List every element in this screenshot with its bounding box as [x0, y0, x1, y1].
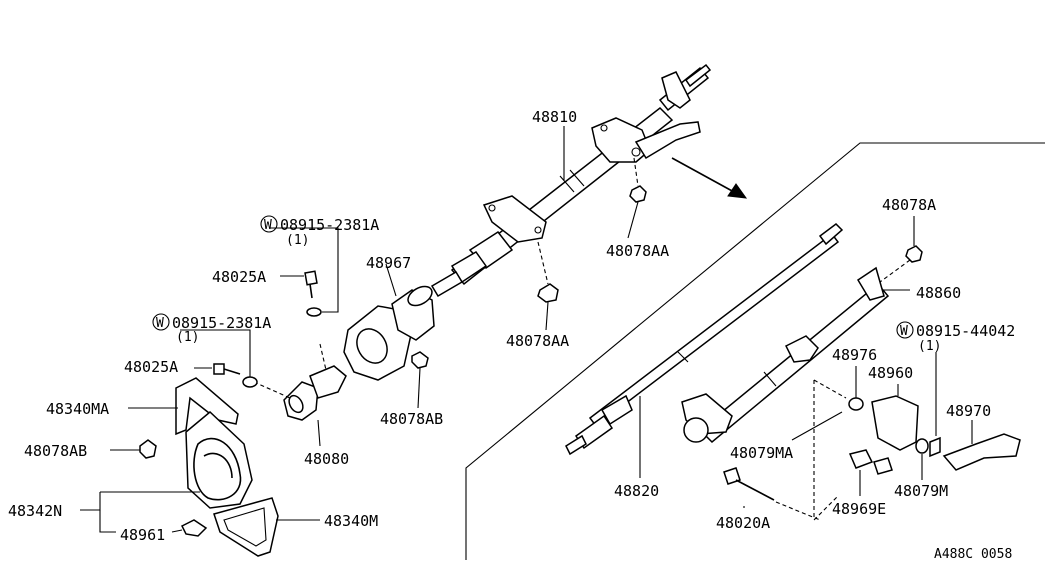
- washer-qty-1: (1): [286, 233, 309, 248]
- label-48340MA: 48340MA: [46, 400, 109, 418]
- lower-joint-48080: [253, 343, 347, 447]
- washer-code-3: 08915-44042: [916, 322, 1015, 340]
- intermediate-shaft-48820: [565, 223, 844, 478]
- nut-48078AA-upper: [627, 157, 647, 239]
- label-48960: 48960: [868, 364, 913, 382]
- label-48860: 48860: [916, 284, 961, 302]
- label-48078AA-upper: 48078AA: [606, 242, 669, 260]
- pedal-48970: [942, 420, 1021, 471]
- label-48078AB-right: 48078AB: [380, 410, 443, 428]
- label-48025A-upper: 48025A: [212, 268, 266, 286]
- clip-48961: [180, 519, 208, 537]
- label-48080: 48080: [304, 450, 349, 468]
- label-48078AA-lower: 48078AA: [506, 332, 569, 350]
- label-48342N: 48342N: [8, 502, 62, 520]
- label-48079MA: 48079MA: [730, 444, 793, 462]
- label-48020A: 48020A: [716, 514, 770, 532]
- boot-48342N: [185, 410, 253, 509]
- washer-code-2: 08915-2381A: [172, 314, 271, 332]
- washer-qty-2: (1): [176, 330, 199, 345]
- label-48078AB-left: 48078AB: [24, 442, 87, 460]
- washer-code-1: 08915-2381A: [280, 216, 379, 234]
- bolt-48079M: [915, 438, 929, 480]
- steering-column-assembly-48810: [430, 63, 712, 298]
- bolt-48020A: [723, 467, 821, 521]
- washer-48976: [848, 366, 864, 411]
- label-48810: 48810: [532, 108, 577, 126]
- nut-48078AB-right: [411, 351, 429, 409]
- section-divider-line: [465, 142, 1045, 560]
- label-48961: 48961: [120, 526, 165, 544]
- label-48078A: 48078A: [882, 196, 936, 214]
- diagram-reference: A488C 0058: [934, 547, 1012, 562]
- washer-symbol-2: W: [156, 316, 164, 331]
- label-48820: 48820: [614, 482, 659, 500]
- bracket-48960: [871, 384, 919, 451]
- washer-symbol-3: W: [900, 324, 908, 339]
- label-48969E: 48969E: [832, 500, 886, 518]
- nut-48078AB-left: [139, 439, 157, 459]
- label-48976: 48976: [832, 346, 877, 364]
- direction-arrow: [671, 157, 748, 199]
- cover-48340M: [213, 497, 279, 557]
- label-washer-2: W 08915-2381A (1): [152, 313, 271, 345]
- bolt-48025A-lower: [194, 363, 258, 388]
- washer-08915-44042: [929, 352, 941, 458]
- label-48967: 48967: [366, 254, 411, 272]
- nut-48078A: [879, 216, 923, 283]
- label-48079M: 48079M: [894, 482, 948, 500]
- label-48970: 48970: [946, 402, 991, 420]
- label-48340M: 48340M: [324, 512, 378, 530]
- label-washer-1: W 08915-2381A (1): [260, 215, 379, 248]
- washer-symbol-1: W: [264, 218, 272, 233]
- label-washer-3: W 08915-44042 (1): [896, 321, 1015, 354]
- steering-column-48860: [681, 266, 910, 444]
- nut-48078AA-lower: [537, 241, 559, 331]
- spring-48969E: [848, 449, 893, 496]
- label-48025A-lower: 48025A: [124, 358, 178, 376]
- bolt-48025A-upper: [280, 270, 322, 317]
- column-boot-48967: [343, 263, 435, 381]
- washer-qty-3: (1): [918, 339, 941, 354]
